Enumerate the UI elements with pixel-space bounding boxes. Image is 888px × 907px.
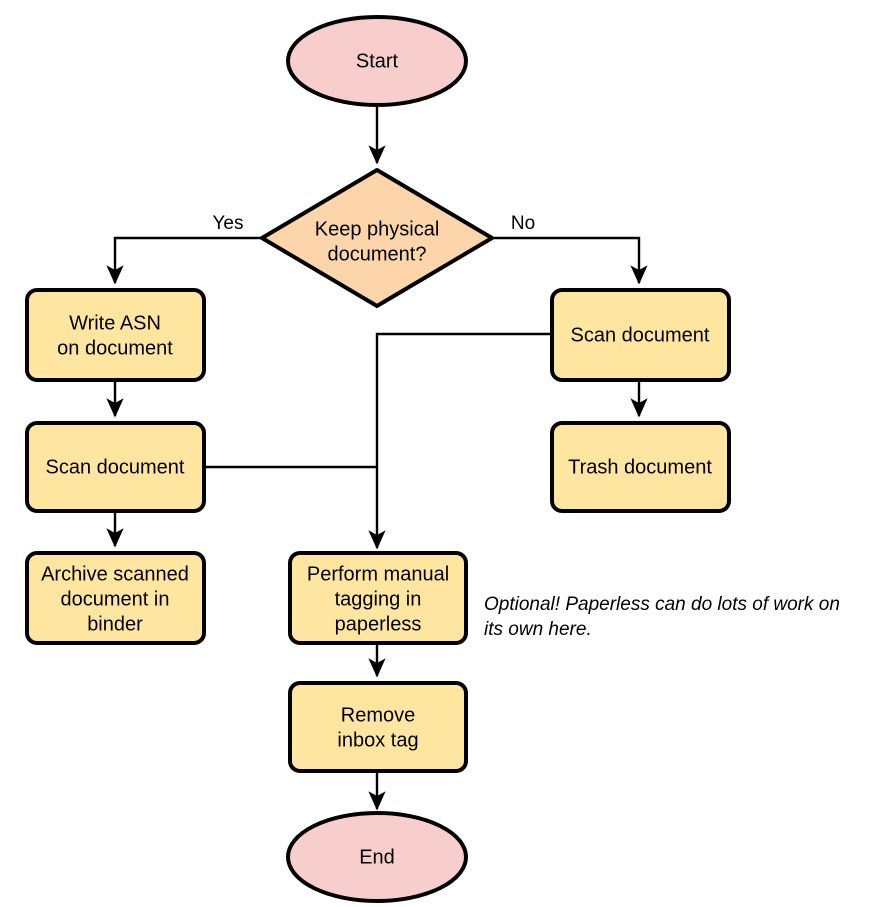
scan-document-right-box[interactable]	[550, 288, 731, 382]
start-label: Start	[356, 50, 399, 72]
note-optional-line1: Optional! Paperless can do lots of work …	[484, 594, 840, 615]
node-archive-scanned-document[interactable]: Archive scanned document in binder	[25, 551, 206, 645]
archive-box[interactable]	[25, 551, 206, 645]
edge-label-no: No	[511, 213, 535, 234]
decision-label-line1: Keep physical	[315, 218, 440, 240]
archive-label-line3: binder	[87, 613, 143, 635]
trash-document-label: Trash document	[568, 456, 712, 478]
node-start[interactable]: Start	[286, 15, 468, 107]
manual-tagging-label-line3: paperless	[335, 613, 422, 635]
connectors	[106, 106, 648, 811]
scan-document-left-box[interactable]	[25, 421, 206, 513]
write-asn-label-line2: on document	[57, 337, 173, 359]
node-scan-document-left[interactable]: Scan document	[25, 421, 206, 513]
manual-tagging-box[interactable]	[288, 551, 468, 645]
node-perform-manual-tagging[interactable]: Perform manual tagging in paperless	[288, 551, 468, 645]
end-ellipse[interactable]	[286, 811, 468, 903]
remove-inbox-label-line2: inbox tag	[337, 729, 418, 751]
decision-label-line2: document?	[328, 243, 427, 265]
remove-inbox-label-line1: Remove	[341, 704, 415, 726]
note-optional-line2: its own here.	[484, 619, 592, 640]
archive-label-line1: Archive scanned	[41, 563, 189, 585]
scan-document-left-label: Scan document	[46, 456, 185, 478]
decision-diamond[interactable]	[260, 168, 494, 308]
node-scan-document-right[interactable]: Scan document	[550, 288, 731, 382]
archive-label-line2: document in	[61, 588, 170, 610]
manual-tagging-label-line1: Perform manual	[307, 563, 449, 585]
edge-label-yes: Yes	[213, 213, 244, 234]
edge-decision-no-to-scan-right	[492, 236, 648, 285]
manual-tagging-label-line2: tagging in	[335, 588, 422, 610]
start-ellipse[interactable]	[286, 15, 468, 107]
write-asn-label-line1: Write ASN	[69, 312, 161, 334]
write-asn-box[interactable]	[25, 288, 206, 382]
node-end[interactable]: End	[286, 811, 468, 903]
end-label: End	[359, 846, 395, 868]
node-decision-keep-physical-document[interactable]: Keep physical document?	[260, 168, 494, 308]
trash-document-box[interactable]	[550, 421, 731, 513]
remove-inbox-tag-box[interactable]	[288, 681, 468, 773]
note-optional-paperless: Optional! Paperless can do lots of work …	[484, 594, 840, 640]
edge-scan-right-to-manual-tagging	[368, 332, 552, 550]
node-trash-document[interactable]: Trash document	[550, 421, 731, 513]
scan-document-right-label: Scan document	[571, 324, 710, 346]
edge-decision-yes-to-write-asn	[106, 236, 262, 285]
node-write-asn-on-document[interactable]: Write ASN on document	[25, 288, 206, 382]
node-remove-inbox-tag[interactable]: Remove inbox tag	[288, 681, 468, 773]
